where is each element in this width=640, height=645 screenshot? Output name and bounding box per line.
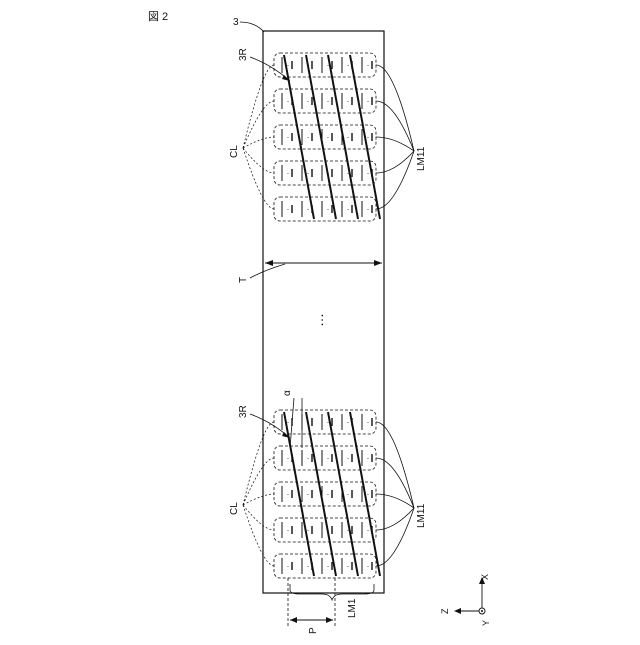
row-outline — [274, 410, 376, 434]
alpha-line-1 — [290, 398, 294, 448]
lm11-leader — [376, 458, 414, 508]
member-label: 3 — [233, 17, 239, 28]
cell-row — [274, 554, 376, 578]
cl-leader — [243, 148, 274, 209]
row-outline — [274, 161, 376, 185]
lm11-leader — [376, 508, 414, 530]
cl-label: CL — [229, 145, 240, 158]
ellipsis-mark: … — [310, 313, 326, 327]
axis-indicator: X Z Y — [440, 574, 491, 626]
figure-label: 図 2 — [148, 10, 168, 23]
member-leader — [240, 22, 264, 32]
cl-leader — [243, 65, 274, 148]
p-label: P — [308, 627, 319, 634]
row-outline — [274, 53, 376, 77]
cell-row — [274, 410, 376, 434]
cl-leader — [243, 505, 274, 566]
x-axis-label: X — [480, 574, 490, 580]
row-outline — [274, 125, 376, 149]
cell-group: 3R CL LM11 — [229, 48, 427, 221]
cell-row — [274, 53, 376, 77]
t-leader — [250, 264, 285, 278]
p-arrowhead-right — [326, 617, 333, 623]
y-axis-label: Y — [481, 620, 491, 626]
t-label: T — [238, 277, 249, 283]
cl-leader — [243, 137, 274, 148]
cl-leader — [243, 422, 274, 505]
row-outline — [274, 197, 376, 221]
cell-row — [274, 518, 376, 542]
lm1-brace — [290, 584, 374, 600]
cell-group: 3R CL LM11 — [229, 405, 427, 578]
lm11-label: LM11 — [416, 146, 427, 171]
region-label: 3R — [238, 48, 249, 61]
cell-row — [274, 197, 376, 221]
cell-row — [274, 161, 376, 185]
lm11-leader — [376, 151, 414, 209]
lm1-label: LM1 — [347, 598, 358, 618]
cl-leader — [243, 505, 274, 530]
lm11-leader — [376, 101, 414, 151]
t-arrowhead-right — [374, 260, 382, 266]
t-arrowhead-left — [265, 260, 273, 266]
alpha-label: α — [282, 390, 293, 396]
cell-row — [274, 482, 376, 506]
y-axis-dot-icon — [481, 610, 483, 612]
row-outline — [274, 482, 376, 506]
z-arrowhead-icon — [454, 608, 461, 614]
lm11-label: LM11 — [416, 503, 427, 528]
cl-label: CL — [229, 502, 240, 515]
cl-leader — [243, 148, 274, 173]
row-outline — [274, 554, 376, 578]
lm11-leader — [376, 508, 414, 566]
lm11-leader — [376, 137, 414, 151]
cl-leader — [243, 494, 274, 505]
row-outline — [274, 518, 376, 542]
region-label: 3R — [238, 405, 249, 418]
lm11-leader — [376, 151, 414, 173]
z-axis-label: Z — [440, 608, 450, 614]
cell-row — [274, 125, 376, 149]
p-arrowhead-left — [290, 617, 297, 623]
lm11-leader — [376, 494, 414, 508]
